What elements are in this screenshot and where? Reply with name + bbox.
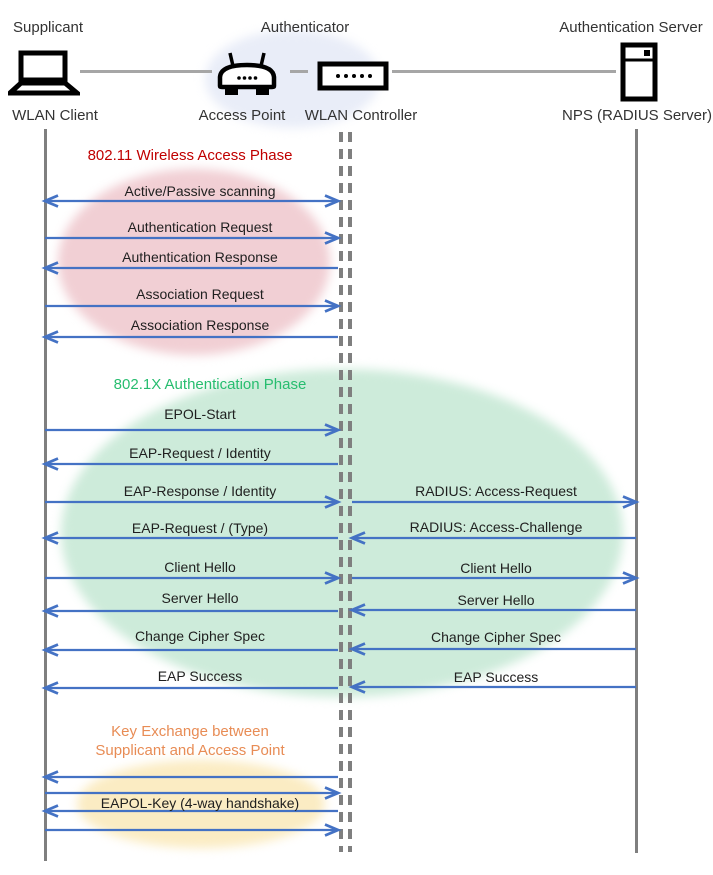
message-label: Server Hello	[457, 592, 535, 608]
authenticator-lifeline-right	[348, 132, 352, 852]
message-label: Server Hello	[161, 590, 239, 606]
connector-line-client-ap	[80, 70, 212, 73]
wlan-client-label: WLAN Client	[12, 107, 98, 124]
message-arrow	[45, 571, 342, 585]
message-arrow	[348, 531, 636, 545]
message-arrow	[41, 457, 338, 471]
message-arrow	[41, 531, 338, 545]
message-label: Client Hello	[460, 560, 532, 576]
message-label: Change Cipher Spec	[431, 629, 561, 645]
message-arrow	[352, 495, 640, 509]
authenticator-role-label: Authenticator	[260, 19, 350, 36]
connector-line-controller-server	[392, 70, 616, 73]
message-arrow	[348, 642, 636, 656]
message-arrow	[41, 194, 342, 208]
message-label: Active/Passive scanning	[124, 183, 276, 199]
message-label: Change Cipher Spec	[135, 628, 265, 644]
message-arrow	[45, 495, 342, 509]
phase-title-key-exchange-line1: Key Exchange between	[111, 723, 269, 740]
message-label: Association Request	[136, 286, 264, 302]
message-arrow	[45, 823, 342, 837]
supplicant-lifeline	[44, 129, 47, 861]
auth-server-role-label: Authentication Server	[559, 19, 703, 36]
message-arrow	[348, 603, 636, 617]
phase-title-key-exchange-line2: Supplicant and Access Point	[95, 742, 285, 759]
message-arrow	[45, 299, 342, 313]
supplicant-role-label: Supplicant	[13, 19, 84, 36]
message-label: Authentication Request	[127, 219, 273, 235]
message-label: RADIUS: Access-Request	[415, 483, 577, 499]
laptop-icon	[8, 50, 80, 96]
authenticator-lifeline-left	[339, 132, 343, 852]
message-arrow	[45, 423, 342, 437]
message-label: Authentication Response	[122, 249, 278, 265]
key-exchange-ellipse	[77, 760, 325, 848]
message-arrow	[41, 681, 338, 695]
message-label: EAPOL-Key (4-way handshake)	[100, 795, 300, 811]
message-label: EAP-Request / Identity	[129, 445, 271, 461]
message-label: EAP Success	[453, 669, 539, 685]
connector-line-ap-controller	[290, 70, 308, 73]
message-arrow	[352, 571, 640, 585]
access-point-label: Access Point	[198, 107, 286, 124]
message-label: Association Response	[130, 317, 270, 333]
message-label: EAP-Response / Identity	[123, 483, 277, 499]
access-point-icon	[217, 52, 277, 95]
nps-radius-server-label: NPS (RADIUS Server)	[561, 107, 713, 124]
wlan-controller-label: WLAN Controller	[304, 107, 418, 124]
message-label: RADIUS: Access-Challenge	[409, 519, 583, 535]
message-arrow	[41, 643, 338, 657]
message-label: EAP Success	[157, 668, 243, 684]
message-label: Client Hello	[164, 559, 236, 575]
message-arrow	[41, 261, 338, 275]
message-arrow	[41, 770, 338, 784]
message-arrow	[45, 786, 342, 800]
message-arrow	[45, 231, 342, 245]
message-arrow	[348, 680, 636, 694]
auth-server-lifeline	[635, 129, 638, 853]
message-arrow	[41, 330, 338, 344]
message-label: EAP-Request / (Type)	[131, 520, 269, 536]
phase-title-key-exchange: Key Exchange between Supplicant and Acce…	[95, 722, 284, 760]
server-icon	[620, 42, 658, 102]
phase-title-80211: 802.11 Wireless Access Phase	[87, 147, 293, 164]
wlan-controller-icon	[317, 61, 389, 91]
message-arrow	[41, 604, 338, 618]
message-label: EPOL-Start	[164, 406, 236, 422]
message-arrow	[41, 804, 338, 818]
phase-title-8021x: 802.1X Authentication Phase	[113, 376, 307, 393]
